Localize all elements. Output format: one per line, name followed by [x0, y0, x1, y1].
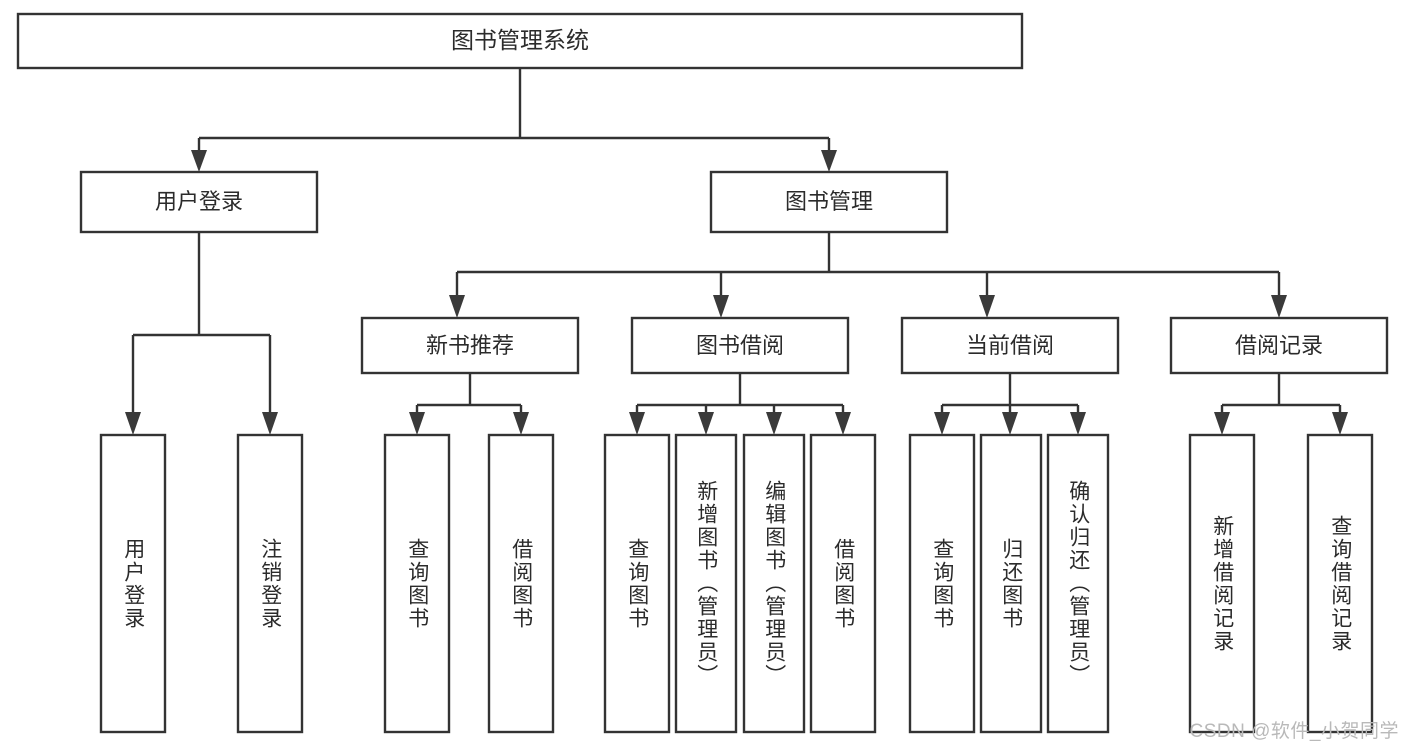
- arrow-head-icon: [629, 412, 645, 435]
- leaf-box-group: [99, 433, 1374, 734]
- leaf-confirm-return-box[interactable]: [1046, 433, 1110, 734]
- arrow-head-icon: [979, 295, 995, 318]
- leaf-user-login-box[interactable]: [99, 433, 167, 734]
- node-root-box[interactable]: [16, 12, 1024, 70]
- connector-group-book-manage: [449, 232, 1287, 318]
- arrow-head-icon: [191, 150, 207, 172]
- connector-group-current-borrow: [934, 373, 1086, 435]
- leaf-add-record-box[interactable]: [1188, 433, 1256, 734]
- leaf-logout-login-box[interactable]: [236, 433, 304, 734]
- node-root[interactable]: 图书管理系统: [16, 12, 1024, 70]
- arrow-head-icon: [698, 412, 714, 435]
- leaf-borrow-book-1-box[interactable]: [487, 433, 555, 734]
- connector-group-new-book-recommend: [409, 373, 529, 435]
- arrow-head-icon: [125, 412, 141, 435]
- connector-group-borrow-record: [1214, 373, 1348, 435]
- node-current-borrow-label: 当前借阅: [966, 333, 1054, 358]
- node-new-book-recommend-label: 新书推荐: [426, 333, 514, 358]
- leaf-query-book-2-box[interactable]: [603, 433, 671, 734]
- arrow-head-icon: [449, 295, 465, 318]
- node-book-borrow[interactable]: 图书借阅: [630, 316, 850, 375]
- connector-group-book-borrow: [629, 373, 851, 435]
- node-root-label: 图书管理系统: [451, 27, 589, 53]
- connector-group-root: [191, 68, 837, 172]
- node-book-borrow-label: 图书借阅: [696, 333, 784, 358]
- node-user-login-label: 用户登录: [155, 189, 243, 214]
- leaf-query-record-box[interactable]: [1306, 433, 1374, 734]
- leaf-query-book-3-box[interactable]: [908, 433, 976, 734]
- arrow-head-icon: [513, 412, 529, 435]
- arrow-head-icon: [1271, 295, 1287, 318]
- node-new-book-recommend[interactable]: 新书推荐: [360, 316, 580, 375]
- arrow-head-icon: [1002, 412, 1018, 435]
- node-book-manage[interactable]: 图书管理: [709, 170, 949, 234]
- arrow-head-icon: [409, 412, 425, 435]
- leaf-return-book-box[interactable]: [979, 433, 1043, 734]
- node-user-login-box[interactable]: [79, 170, 319, 234]
- node-borrow-record[interactable]: 借阅记录: [1169, 316, 1389, 375]
- node-current-borrow-box[interactable]: [900, 316, 1120, 375]
- leaf-query-book-1-box[interactable]: [383, 433, 451, 734]
- node-borrow-record-box[interactable]: [1169, 316, 1389, 375]
- node-book-manage-box[interactable]: [709, 170, 949, 234]
- arrow-head-icon: [821, 150, 837, 172]
- node-book-manage-label: 图书管理: [785, 189, 873, 214]
- node-user-login[interactable]: 用户登录: [79, 170, 319, 234]
- node-new-book-recommend-box[interactable]: [360, 316, 580, 375]
- node-book-borrow-box[interactable]: [630, 316, 850, 375]
- arrow-head-icon: [1214, 412, 1230, 435]
- arrow-head-icon: [713, 295, 729, 318]
- arrow-head-icon: [1332, 412, 1348, 435]
- leaf-borrow-book-2-box[interactable]: [809, 433, 877, 734]
- node-borrow-record-label: 借阅记录: [1235, 333, 1323, 358]
- arrow-head-icon: [934, 412, 950, 435]
- node-current-borrow[interactable]: 当前借阅: [900, 316, 1120, 375]
- arrow-head-icon: [1070, 412, 1086, 435]
- arrow-head-icon: [262, 412, 278, 435]
- arrow-head-icon: [766, 412, 782, 435]
- arrow-head-icon: [835, 412, 851, 435]
- leaf-add-book-box[interactable]: [674, 433, 738, 734]
- connector-group-user-login: [125, 232, 278, 435]
- leaf-edit-book-box[interactable]: [742, 433, 806, 734]
